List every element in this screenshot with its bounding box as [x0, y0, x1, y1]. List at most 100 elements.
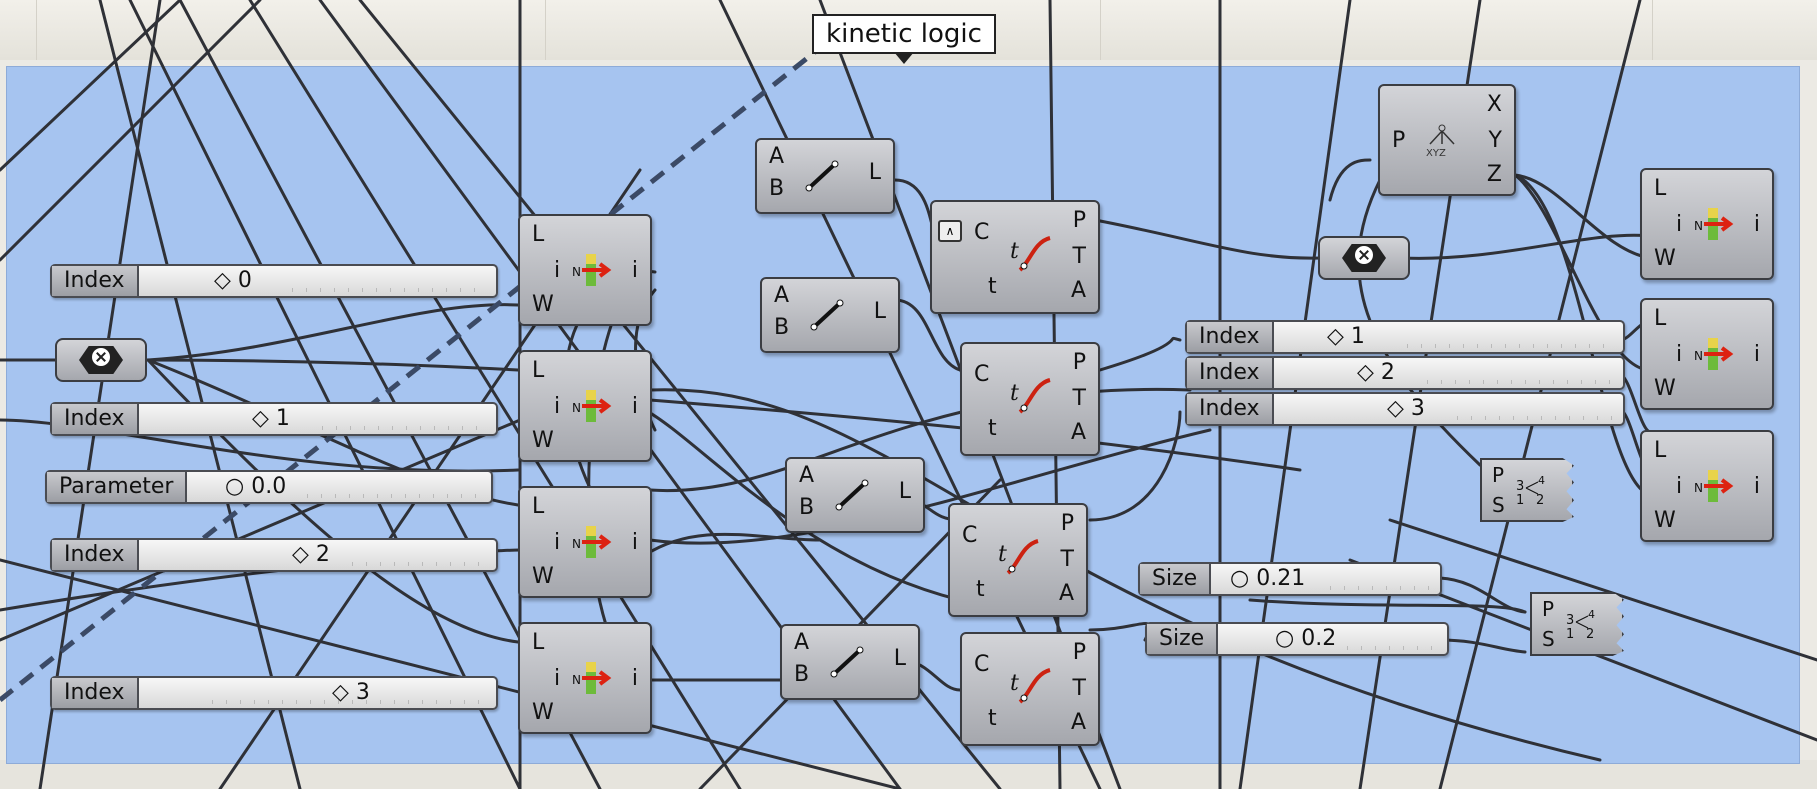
input-pin-W: W — [1654, 246, 1676, 271]
input-pin-A: A — [799, 463, 815, 488]
line-component[interactable]: A B L — [755, 138, 895, 214]
cluster-button[interactable] — [1318, 236, 1410, 280]
list-item-component[interactable]: L i W i N — [1640, 430, 1774, 542]
grid-line — [545, 0, 546, 60]
input-pin-i: i — [1676, 474, 1683, 499]
input-pin-B: B — [794, 662, 810, 687]
output-pin-Z: Z — [1486, 162, 1502, 187]
evaluate-curve-icon: t — [1010, 668, 1051, 704]
output-pin-T: T — [1060, 547, 1074, 572]
line-component[interactable]: A B L — [785, 457, 925, 533]
list-item-component[interactable]: L i W i N — [518, 350, 652, 462]
index-slider-3[interactable]: Index ◇ 3 — [50, 676, 498, 710]
svg-text:N: N — [572, 401, 581, 415]
output-pin-A: A — [1070, 420, 1086, 445]
slider-label: Index — [52, 678, 139, 708]
input-pin-W: W — [532, 292, 554, 317]
slider-value: ○ 0.2 — [1275, 626, 1337, 651]
slider-value-text: 1 — [1350, 324, 1365, 349]
output-pin-i: i — [631, 530, 638, 555]
index-slider-0[interactable]: Index ◇ 0 — [50, 264, 498, 298]
size-slider-2[interactable]: Size ○ 0.2 — [1145, 622, 1449, 656]
slider-label: Index — [52, 540, 139, 570]
grid-line — [1100, 0, 1101, 60]
input-pin-W: W — [1654, 376, 1676, 401]
input-pin-i: i — [554, 394, 561, 419]
slider-value-text: 1 — [275, 406, 290, 431]
output-pin-X: X — [1486, 92, 1502, 117]
parameter-slider[interactable]: Parameter ○ 0.0 — [45, 470, 493, 504]
input-pin-P: P — [1542, 597, 1555, 621]
slider-ticks — [1330, 586, 1432, 590]
input-pin-L: L — [532, 494, 545, 519]
input-pin-S: S — [1492, 493, 1505, 517]
list-item-icon: N — [572, 390, 612, 422]
group-label[interactable]: kinetic logic — [812, 14, 996, 64]
size-slider-1[interactable]: Size ○ 0.21 — [1138, 562, 1442, 596]
input-pin-i: i — [554, 530, 561, 555]
input-pin-L: L — [1654, 438, 1667, 463]
svg-text:3: 3 — [1566, 613, 1574, 628]
input-pin-C: C — [974, 652, 990, 677]
list-item-component[interactable]: L i W i N — [1640, 298, 1774, 410]
input-pin-S: S — [1542, 627, 1555, 651]
index-slider-right-2[interactable]: Index ◇ 2 — [1185, 356, 1625, 390]
input-pin-L: L — [1654, 306, 1667, 331]
index-slider-right-3[interactable]: Index ◇ 3 — [1185, 392, 1625, 426]
output-pin-T: T — [1072, 676, 1086, 701]
output-pin-A: A — [1070, 710, 1086, 735]
input-pin-B: B — [799, 495, 815, 520]
input-pin-P: P — [1492, 463, 1505, 487]
canvas-bottom-strip — [0, 760, 1817, 789]
list-item-component[interactable]: L i W i N — [518, 486, 652, 598]
slider-value: ◇ 2 — [1357, 360, 1395, 385]
svg-text:1: 1 — [1516, 493, 1524, 508]
index-slider-1[interactable]: Index ◇ 1 — [50, 402, 498, 436]
evaluate-curve-icon: t — [1010, 378, 1051, 414]
svg-text:4: 4 — [1538, 474, 1545, 487]
line-component[interactable]: A B L — [780, 624, 920, 700]
input-pin-t: t — [976, 577, 985, 602]
svg-text:t: t — [1010, 239, 1019, 264]
evaluate-curve-component[interactable]: ∧ C t P T A t — [930, 200, 1100, 314]
input-pin-L: L — [532, 222, 545, 247]
evaluate-curve-component[interactable]: C t P T A t — [960, 342, 1100, 456]
output-pin-Y: Y — [1488, 128, 1502, 153]
index-slider-right-1[interactable]: Index ◇ 1 — [1185, 320, 1625, 354]
list-item-component[interactable]: L i W i N — [518, 622, 652, 734]
svg-text:2: 2 — [1536, 493, 1544, 508]
evaluate-curve-component[interactable]: C t P T A t — [960, 632, 1100, 746]
output-pin-T: T — [1072, 244, 1086, 269]
list-item-icon: N — [572, 254, 612, 286]
input-pin-i: i — [554, 258, 561, 283]
slider-ticks — [322, 426, 488, 430]
cluster-button[interactable] — [55, 338, 147, 382]
slider-label: Index — [52, 266, 139, 296]
line-component[interactable]: A B L — [760, 277, 900, 353]
svg-text:N: N — [572, 265, 581, 279]
slider-ticks — [352, 562, 488, 566]
grid-line — [36, 0, 37, 60]
output-pin-i: i — [631, 666, 638, 691]
svg-text:N: N — [572, 537, 581, 551]
preview-toggle-icon[interactable]: ∧ — [938, 220, 962, 242]
slider-label: Index — [1187, 322, 1274, 352]
evaluate-curve-component[interactable]: C t P T A t — [948, 503, 1088, 617]
close-hex-icon — [1355, 246, 1373, 264]
list-item-component[interactable]: L i W i N — [518, 214, 652, 326]
line-icon — [805, 160, 839, 192]
svg-text:2: 2 — [1586, 627, 1594, 642]
svg-text:XYZ: XYZ — [1426, 148, 1446, 159]
index-slider-2[interactable]: Index ◇ 2 — [50, 538, 498, 572]
svg-text:t: t — [1010, 381, 1019, 406]
output-pin-L: L — [873, 299, 886, 324]
deconstruct-point-component[interactable]: P X Y Z XYZ — [1378, 84, 1516, 196]
slider-ticks — [1407, 344, 1615, 348]
list-item-icon: N — [572, 526, 612, 558]
svg-text:4: 4 — [1588, 608, 1595, 621]
list-item-component[interactable]: L i W i N — [1640, 168, 1774, 280]
